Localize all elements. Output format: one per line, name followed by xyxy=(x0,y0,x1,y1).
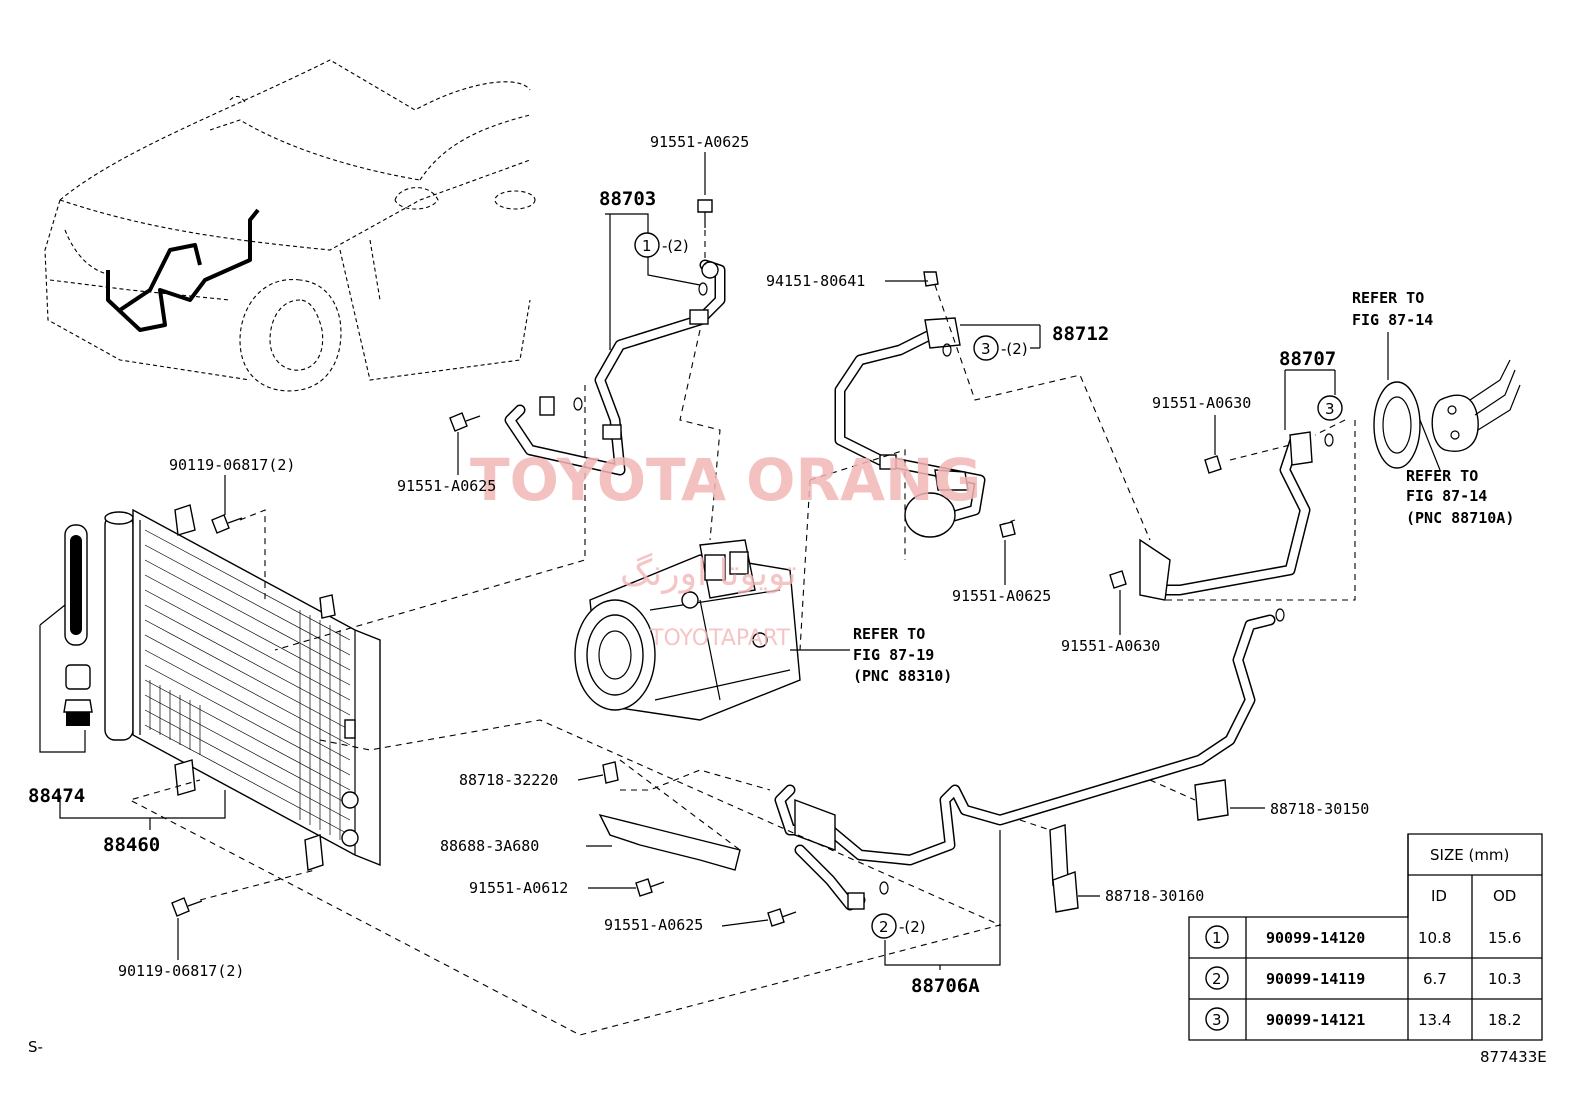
refer-top-line2[interactable]: FIG 87-14 xyxy=(1352,311,1433,329)
refer-comp-line1: REFER TO xyxy=(853,625,925,643)
label-90119-06817-bot[interactable]: 90119-06817(2) xyxy=(118,962,244,980)
size-table: SIZE (mm) ID OD 1 90099-14120 10.8 15.6 … xyxy=(1188,833,1543,1041)
row-part-number[interactable]: 90099-14119 xyxy=(1266,970,1365,988)
vehicle-outline xyxy=(44,59,536,392)
row-id: 6.7 xyxy=(1423,970,1447,988)
row-od: 18.2 xyxy=(1488,1011,1521,1029)
pipe-88706A xyxy=(774,614,1276,911)
circle-label: 1 xyxy=(642,237,652,255)
label-91551-A0630-a[interactable]: 91551-A0630 xyxy=(1152,394,1251,412)
refer-comp-line3: (PNC 88310) xyxy=(853,667,952,685)
refer-right-line2[interactable]: FIG 87-14 xyxy=(1406,487,1487,505)
label-88718-32220[interactable]: 88718-32220 xyxy=(459,771,558,789)
pipe-88703 xyxy=(504,259,726,476)
refer-top-line1: REFER TO xyxy=(1352,289,1424,307)
size-table-row: 1 90099-14120 10.8 15.6 xyxy=(1205,925,1521,949)
receiver-88474 xyxy=(63,524,93,726)
watermark: TOYOTA ORANG تويوتا اورنگ TOYOTAPART xyxy=(470,446,981,651)
qty-circle-3: -(2) xyxy=(1001,340,1028,358)
circle-label: 2 xyxy=(879,918,889,936)
circle-label: 3 xyxy=(1325,400,1335,418)
row-key: 1 xyxy=(1212,929,1222,947)
brackets xyxy=(598,761,1229,913)
corner-code-left: S- xyxy=(28,1038,43,1056)
o-rings xyxy=(573,282,1334,895)
row-part-number[interactable]: 90099-14121 xyxy=(1266,1011,1365,1029)
label-91551-A0625-left[interactable]: 91551-A0625 xyxy=(397,477,496,495)
circle-label: 3 xyxy=(981,340,991,358)
size-table-col-id: ID xyxy=(1431,887,1447,905)
size-table-col-od: OD xyxy=(1493,887,1516,905)
callout-circle-3a: 3 xyxy=(973,335,999,361)
watermark-sub: TOYOTAPART xyxy=(649,626,790,651)
watermark-arabic: تويوتا اورنگ xyxy=(620,552,797,594)
label-88706A[interactable]: 88706A xyxy=(911,975,980,997)
compressor xyxy=(574,539,801,721)
row-id: 13.4 xyxy=(1418,1011,1451,1029)
pipe-88712 xyxy=(834,317,986,538)
pipe-88707 xyxy=(1139,431,1313,601)
qty-circle-1: -(2) xyxy=(662,237,689,255)
callout-circle-3b: 3 xyxy=(1317,395,1343,421)
label-94151-80641[interactable]: 94151-80641 xyxy=(766,272,865,290)
label-88718-30160[interactable]: 88718-30160 xyxy=(1105,887,1204,905)
row-key: 2 xyxy=(1212,970,1222,988)
refer-comp-line2[interactable]: FIG 87-19 xyxy=(853,646,934,664)
label-91551-A0630-b[interactable]: 91551-A0630 xyxy=(1061,637,1160,655)
label-88707[interactable]: 88707 xyxy=(1279,348,1336,370)
size-table-row: 3 90099-14121 13.4 18.2 xyxy=(1205,1007,1521,1031)
ac-pipe-highlight xyxy=(106,208,260,332)
size-table-title: SIZE (mm) xyxy=(1430,846,1509,864)
label-88688-3A680[interactable]: 88688-3A680 xyxy=(440,837,539,855)
label-91551-A0625-low[interactable]: 91551-A0625 xyxy=(604,916,703,934)
label-90119-06817-top[interactable]: 90119-06817(2) xyxy=(169,456,295,474)
row-id: 10.8 xyxy=(1418,929,1451,947)
label-88718-30150[interactable]: 88718-30150 xyxy=(1270,800,1369,818)
label-88703[interactable]: 88703 xyxy=(599,188,656,210)
label-88474[interactable]: 88474 xyxy=(28,785,85,807)
label-91551-A0612[interactable]: 91551-A0612 xyxy=(469,879,568,897)
qty-circle-2: -(2) xyxy=(899,918,926,936)
label-91551-A0625-mid[interactable]: 91551-A0625 xyxy=(952,587,1051,605)
label-88460[interactable]: 88460 xyxy=(103,834,160,856)
label-91551-A0625-top[interactable]: 91551-A0625 xyxy=(650,133,749,151)
refer-right-line1: REFER TO xyxy=(1406,467,1478,485)
label-88712[interactable]: 88712 xyxy=(1052,323,1109,345)
callout-circle-2: 2 xyxy=(871,913,897,939)
callout-circle-1: 1 xyxy=(634,232,660,258)
watermark-title: TOYOTA ORANG xyxy=(470,446,981,514)
size-table-row: 2 90099-14119 6.7 10.3 xyxy=(1205,966,1521,990)
condenser-88460 xyxy=(104,504,381,871)
part-labels: 91551-A0625 88703 -(2) 94151-80641 88712… xyxy=(28,133,1547,1066)
illustration-id: 877433E xyxy=(1480,1048,1547,1066)
row-od: 10.3 xyxy=(1488,970,1521,988)
row-od: 15.6 xyxy=(1488,929,1521,947)
row-key: 3 xyxy=(1212,1011,1222,1029)
expansion-valve-parts xyxy=(1373,359,1521,469)
refer-right-line3: (PNC 88710A) xyxy=(1406,509,1514,527)
row-part-number[interactable]: 90099-14120 xyxy=(1266,929,1365,947)
